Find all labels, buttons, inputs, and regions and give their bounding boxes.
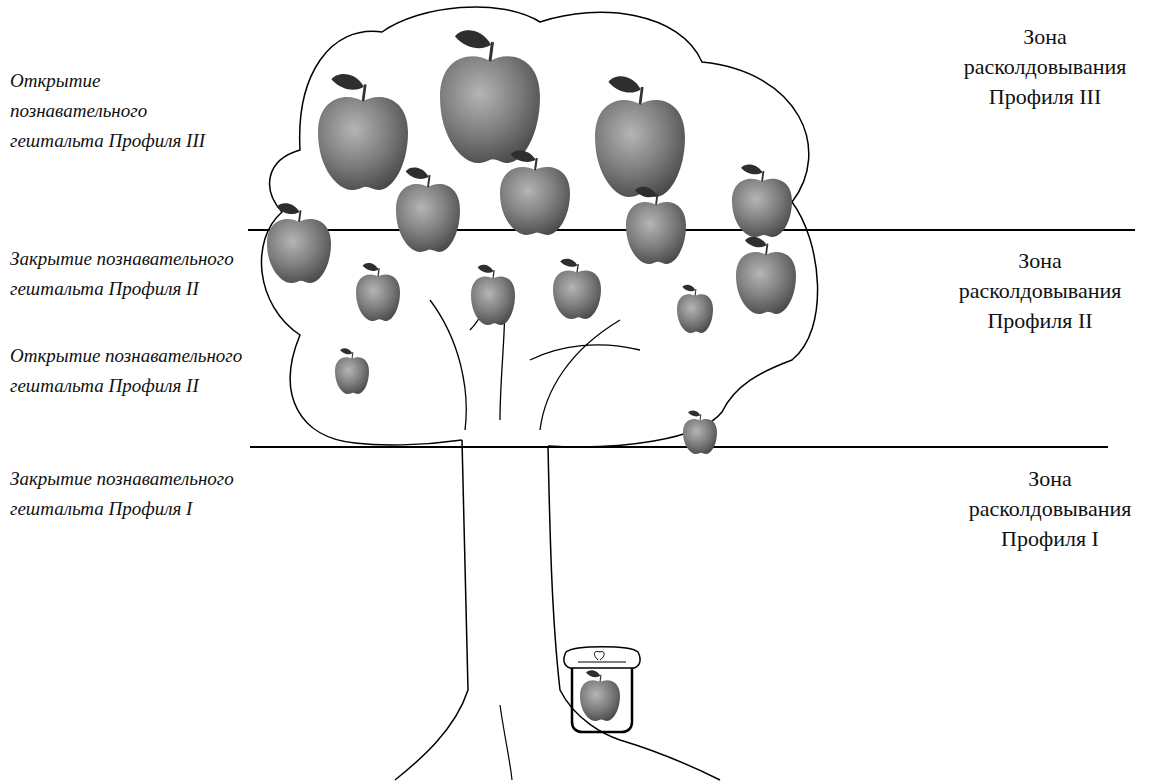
apple-jar <box>564 647 640 732</box>
zone-title: Зона расколдовывания Профиля III <box>950 22 1140 112</box>
gestalt-note: Открытие познавательного гештальта Профи… <box>10 341 300 401</box>
gestalt-note: Открытие познавательного гештальта Профи… <box>10 66 230 156</box>
gestalt-note: Закрытие познавательного гештальта Профи… <box>10 244 300 304</box>
gestalt-note: Закрытие познавательного гештальта Профи… <box>10 464 300 524</box>
zone-title: Зона расколдовывания Профиля II <box>945 246 1135 336</box>
zone-title: Зона расколдовывания Профиля I <box>955 464 1145 554</box>
